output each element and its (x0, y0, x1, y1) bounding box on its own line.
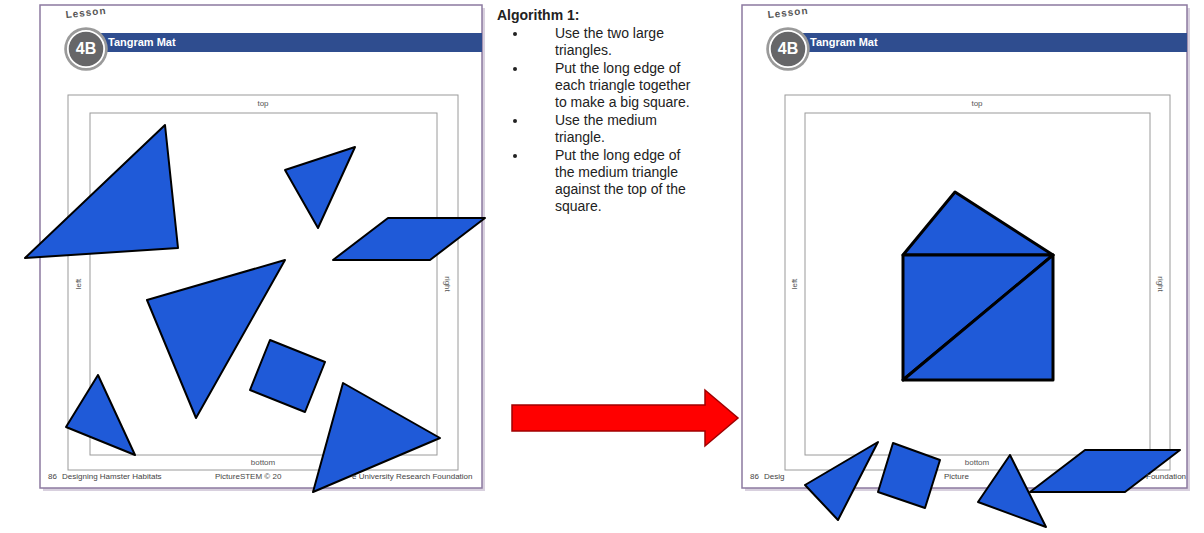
bullet-dot (513, 119, 517, 123)
footer-text: e University Research Foundation (352, 472, 473, 482)
footer-text: Picture (944, 472, 969, 482)
bullet-item: Use the two large triangles. (497, 25, 707, 59)
small-triangle (285, 147, 355, 228)
lesson-badge: Lesson4B (63, 26, 109, 72)
large-triangle (903, 255, 1053, 380)
worksheet-page (742, 5, 1187, 488)
mat-side-label: left (74, 279, 84, 290)
algorithm-step: Put the long edge of the medium triangle… (555, 147, 703, 215)
square-piece (878, 443, 940, 508)
mat-inner-frame (805, 113, 1150, 455)
algorithm-panel: Algorithm 1:Use the two large triangles.… (497, 6, 707, 215)
algorithm-step: Put the long edge of each triangle toget… (555, 60, 703, 111)
footer-text: 86 (750, 472, 759, 482)
header-band: Tangram Mat (82, 33, 482, 52)
bullet-dot (513, 32, 517, 36)
mat-side-label: right (1155, 276, 1165, 292)
band-title: Tangram Mat (108, 36, 474, 49)
footer-text: PictureSTEM © 20 (215, 472, 281, 482)
mat-side-label: top (257, 99, 268, 109)
lesson-number: 4B (63, 26, 109, 72)
bullet-item: Put the long edge of each triangle toget… (497, 60, 707, 111)
mat-side-label: bottom (251, 458, 275, 468)
small-triangle (66, 375, 135, 455)
parallelogram (333, 218, 485, 260)
bullet-item: Use the medium triangle. (497, 112, 707, 146)
large-triangle (25, 125, 178, 258)
medium-triangle-roof (903, 192, 1053, 255)
mat-side-label: right (442, 276, 452, 292)
mat-outer-frame (785, 95, 1170, 470)
bullet-dot (513, 154, 517, 158)
lesson-number: 4B (765, 26, 811, 72)
mat-side-label: bottom (965, 458, 989, 468)
parallelogram (1030, 450, 1180, 492)
square-piece (250, 340, 325, 412)
algorithm-heading: Algorithm 1: (497, 6, 707, 24)
algorithm-step: Use the medium triangle. (555, 112, 703, 146)
mat-outer-frame (68, 95, 458, 470)
large-triangle (903, 255, 1053, 380)
red-arrow (512, 390, 738, 446)
bullet-dot (513, 67, 517, 71)
mat-side-label: left (790, 279, 800, 290)
footer-text: Designing Hamster Habitats (62, 472, 162, 482)
band-title: Tangram Mat (810, 36, 1179, 49)
bullet-item: Put the long edge of the medium triangle… (497, 147, 707, 215)
footer-text: Foundation (1146, 472, 1186, 482)
header-band: Tangram Mat (784, 33, 1187, 52)
mat-side-label: top (971, 99, 982, 109)
footer-text: 86 (48, 472, 57, 482)
small-triangle (805, 442, 878, 520)
footer-text: Desig (764, 472, 784, 482)
algorithm-step: Use the two large triangles. (555, 25, 703, 59)
lesson-badge: Lesson4B (765, 26, 811, 72)
